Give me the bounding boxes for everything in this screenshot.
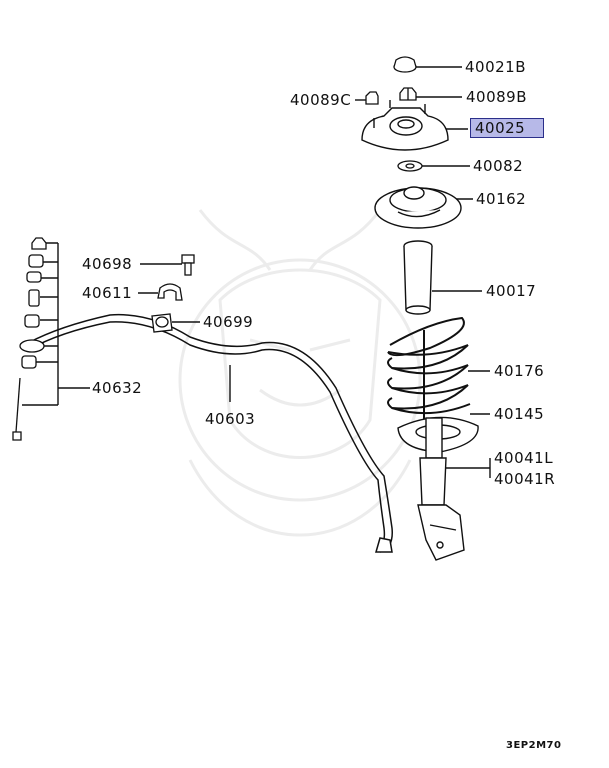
part-40041-strut-assembly <box>417 417 465 561</box>
label-40089B: 40089B <box>466 88 528 106</box>
label-40603: 40603 <box>205 410 256 428</box>
label-40611: 40611 <box>82 284 133 302</box>
part-40082-washer <box>397 160 423 172</box>
label-40025-highlighted[interactable]: 40025 <box>470 118 544 138</box>
label-40632: 40632 <box>92 379 143 397</box>
part-40025-strut-mount <box>361 100 449 151</box>
label-40145: 40145 <box>494 405 545 423</box>
watermark <box>178 209 422 537</box>
part-40699-bushing <box>151 313 173 333</box>
part-40089C-nut <box>365 91 379 105</box>
label-40017: 40017 <box>486 282 537 300</box>
part-40176-coil-spring <box>387 316 471 420</box>
part-40021B-bump-cap <box>393 56 417 73</box>
diagram-code: 3EP2M70 <box>506 740 562 751</box>
label-40162: 40162 <box>476 190 527 208</box>
part-40017-dust-boot <box>403 240 433 315</box>
label-40041R: 40041R <box>494 470 556 488</box>
label-40021B: 40021B <box>465 58 527 76</box>
part-40089B-nut <box>399 87 417 101</box>
part-40162-upper-spring-seat <box>374 186 462 229</box>
part-40603-stabilizer-bar <box>27 313 393 553</box>
label-40698: 40698 <box>82 255 133 273</box>
label-40699: 40699 <box>203 313 254 331</box>
label-40089C: 40089C <box>290 91 352 109</box>
part-40698-bolt <box>181 254 195 276</box>
label-40041L: 40041L <box>494 449 554 467</box>
label-40082: 40082 <box>473 157 524 175</box>
part-40611-bracket <box>157 283 183 301</box>
label-40176: 40176 <box>494 362 545 380</box>
part-40632-link-kit <box>12 237 47 441</box>
